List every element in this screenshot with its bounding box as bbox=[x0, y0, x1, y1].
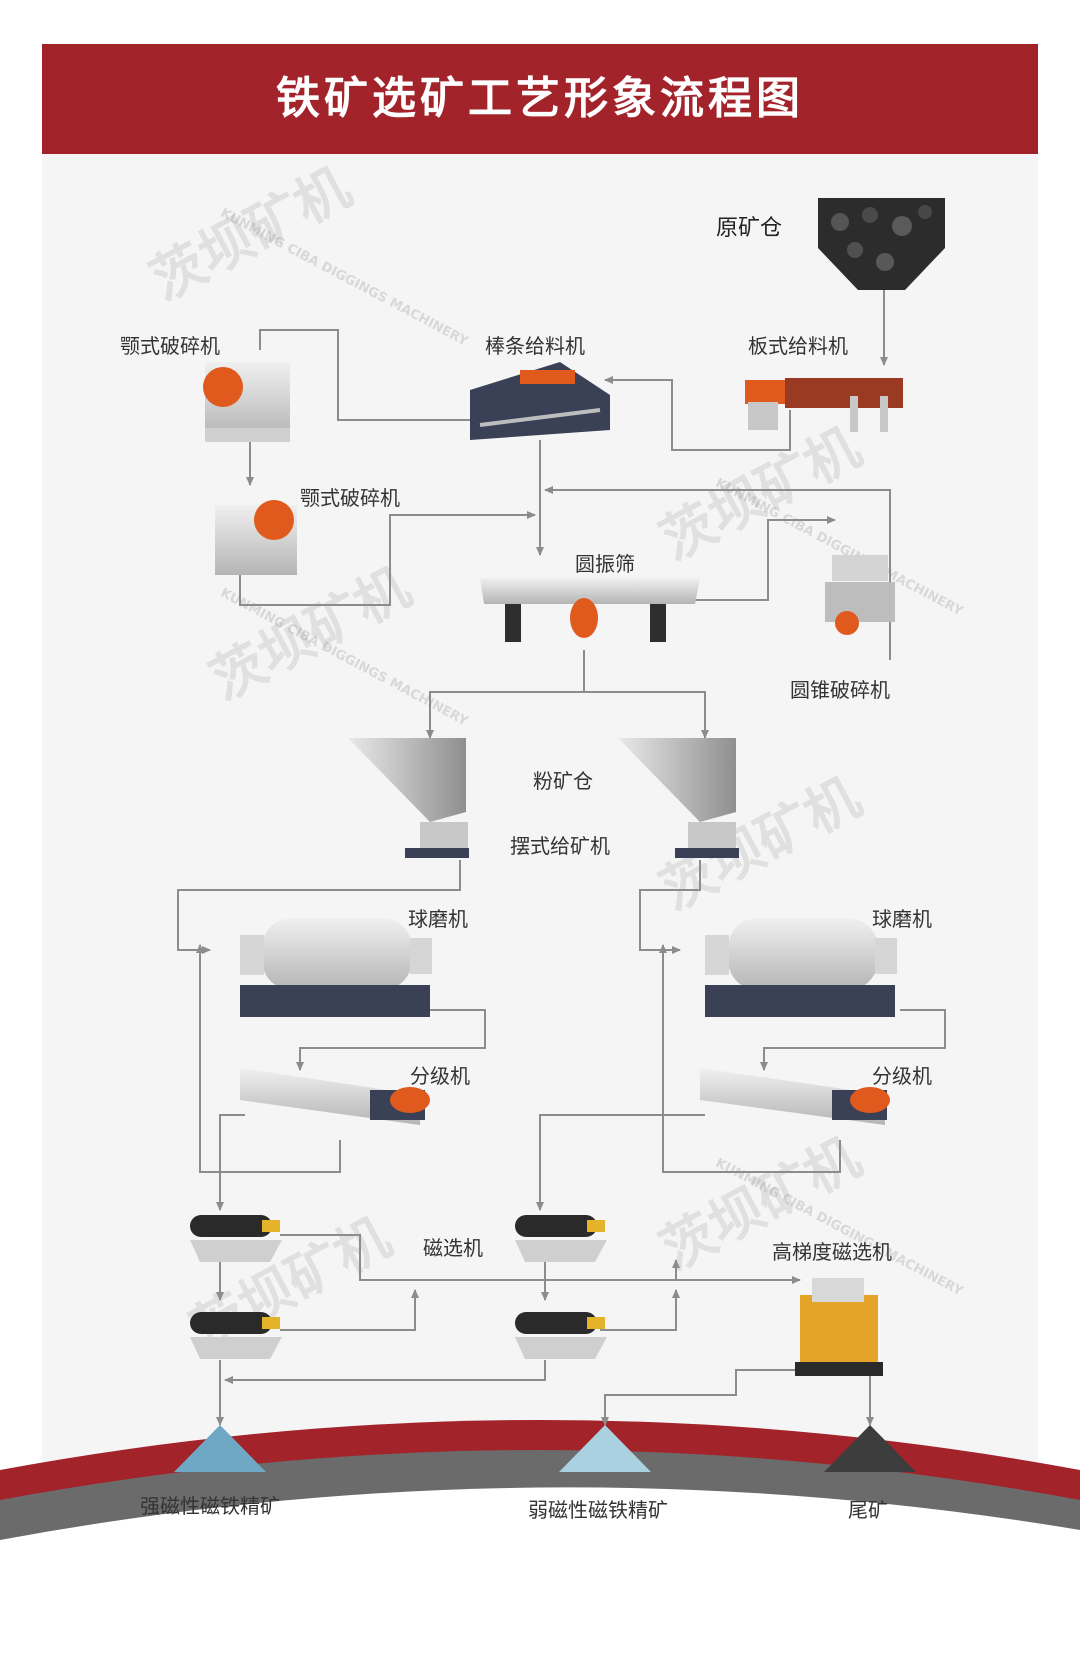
classifier-left-machine bbox=[240, 1068, 430, 1125]
ball-mill-right-label: 球磨机 bbox=[872, 907, 932, 931]
raw-ore-bin-label: 原矿仓 bbox=[716, 216, 783, 241]
high-gradient-separator-machine bbox=[795, 1278, 883, 1376]
magnetic-separator-4 bbox=[515, 1312, 607, 1359]
flow-lines bbox=[177, 290, 946, 1426]
high-gradient-separator-label: 高梯度磁选机 bbox=[772, 1240, 892, 1264]
grizzly-feeder-label: 棒条给料机 bbox=[485, 334, 585, 358]
title-banner bbox=[42, 44, 1038, 154]
powder-bin-label: 粉矿仓 bbox=[533, 769, 593, 793]
tailings-pile bbox=[824, 1425, 916, 1472]
vibrating-screen-label: 圆振筛 bbox=[575, 552, 635, 576]
vibrating-screen-machine bbox=[480, 578, 700, 642]
plate-feeder-machine bbox=[745, 378, 903, 432]
raw-ore-bin bbox=[818, 198, 945, 290]
jaw-crusher-2-machine bbox=[215, 500, 297, 575]
magnetic-separator-3 bbox=[515, 1215, 607, 1262]
jaw-crusher-1-machine bbox=[203, 362, 290, 442]
weak-concentrate-pile bbox=[559, 1425, 651, 1472]
classifier-right-machine bbox=[700, 1068, 890, 1125]
jaw-crusher-1-label: 颚式破碎机 bbox=[120, 334, 220, 358]
strong-concentrate-pile bbox=[174, 1425, 266, 1472]
weak-concentrate-label: 弱磁性磁铁精矿 bbox=[528, 1498, 668, 1522]
grizzly-feeder-machine bbox=[470, 362, 610, 440]
classifier-right-label: 分级机 bbox=[872, 1064, 932, 1088]
powder-bin-right bbox=[618, 738, 739, 858]
ball-mill-left-machine bbox=[240, 918, 432, 1017]
cone-crusher-machine bbox=[825, 555, 895, 635]
classifier-left-label: 分级机 bbox=[410, 1064, 470, 1088]
ball-mill-right-machine bbox=[705, 918, 897, 1017]
plate-feeder-label: 板式给料机 bbox=[748, 334, 848, 358]
pendulum-feeder-label: 摆式给矿机 bbox=[510, 834, 610, 858]
jaw-crusher-2-label: 颚式破碎机 bbox=[300, 486, 400, 510]
page-title: 铁矿选矿工艺形象流程图 bbox=[276, 73, 804, 124]
magnetic-separator-2 bbox=[190, 1312, 282, 1359]
magnetic-separator-1 bbox=[190, 1215, 282, 1262]
tailings-label: 尾矿 bbox=[848, 1498, 888, 1522]
cone-crusher-label: 圆锥破碎机 bbox=[790, 678, 890, 702]
ball-mill-left-label: 球磨机 bbox=[408, 907, 468, 931]
powder-bin-left bbox=[348, 738, 469, 858]
bottom-swoosh bbox=[0, 1420, 1080, 1680]
strong-concentrate-label: 强磁性磁铁精矿 bbox=[140, 1494, 280, 1518]
magnetic-separator-label: 磁选机 bbox=[423, 1236, 483, 1260]
